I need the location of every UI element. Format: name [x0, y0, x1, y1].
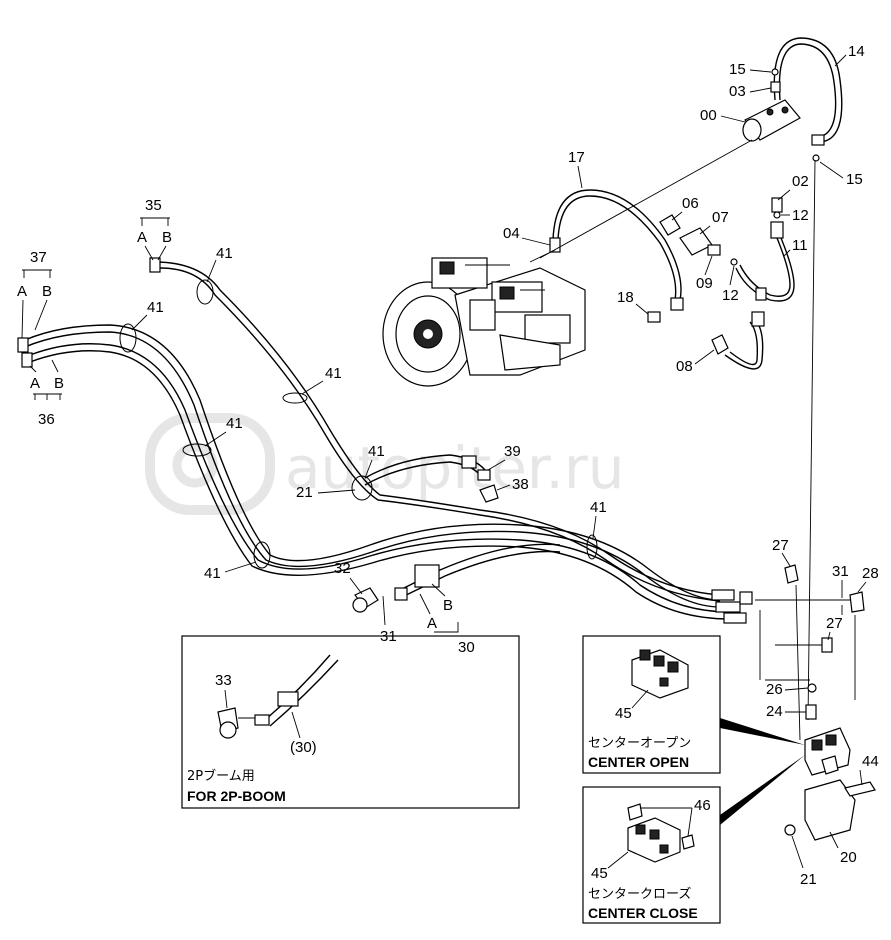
part-label-30: 30	[458, 639, 475, 656]
center-open-jp: センターオープン	[588, 736, 691, 751]
port-b-37: B	[42, 283, 52, 300]
hose-bundle	[17, 257, 753, 624]
part-label-24: 24	[766, 703, 783, 720]
part-label-35: 35	[145, 197, 162, 214]
inset-caption-jp: 2Pブーム用	[187, 768, 255, 784]
part-label-41a: 41	[216, 245, 233, 262]
part-label-00: 00	[700, 107, 717, 124]
part-label-41c: 41	[325, 365, 342, 382]
remote-valve	[804, 683, 851, 776]
inset-caption-en: FOR 2P-BOOM	[187, 788, 286, 804]
part-label-03: 03	[729, 83, 746, 100]
part-label-21b: 21	[800, 871, 817, 888]
part-labels: 14 15 03 00 15 02 12 11 17 06 07 04 09 1…	[17, 43, 879, 888]
port-a-35: A	[137, 229, 147, 246]
part-label-28: 28	[862, 565, 879, 582]
inset-center-close: 46 45 センタークローズ CENTER CLOSE	[582, 786, 721, 924]
part-label-09: 09	[696, 275, 713, 292]
part-label-14: 14	[848, 43, 865, 60]
part-label-31a: 31	[380, 628, 397, 645]
center-close-en: CENTER CLOSE	[588, 905, 698, 921]
inset-2p-boom: 33 (30) 2Pブーム用 FOR 2P-BOOM	[181, 635, 520, 809]
center-open-en: CENTER OPEN	[588, 754, 689, 770]
part-label-32: 32	[334, 560, 351, 577]
part-label-41b: 41	[147, 299, 164, 316]
port-b-35: B	[162, 229, 172, 246]
part-label-15b: 15	[846, 171, 863, 188]
part-label-45a: 45	[615, 705, 632, 722]
port-a-36: A	[30, 375, 40, 392]
part-label-02: 02	[792, 173, 809, 190]
port-b-30: B	[443, 597, 453, 614]
inset-part-33: 33	[215, 672, 232, 689]
part-label-27a: 27	[772, 537, 789, 554]
part-label-18: 18	[617, 289, 634, 306]
part-label-04: 04	[503, 225, 520, 242]
part-label-12b: 12	[722, 287, 739, 304]
hydraulic-pump	[382, 257, 586, 387]
part-label-07: 07	[712, 209, 729, 226]
part-label-27b: 27	[826, 615, 843, 632]
part-label-26: 26	[766, 681, 783, 698]
pilot-block-00	[742, 99, 801, 142]
part-label-06: 06	[682, 195, 699, 212]
part-label-12a: 12	[792, 207, 809, 224]
part-label-08: 08	[676, 358, 693, 375]
part-label-44: 44	[862, 753, 879, 770]
port-a-30: A	[427, 615, 437, 632]
port-b-36: B	[54, 375, 64, 392]
part-label-39: 39	[504, 443, 521, 460]
inset-center-open: 45 センターオープン CENTER OPEN	[582, 635, 721, 774]
center-close-jp: センタークローズ	[588, 886, 691, 902]
part-label-21a: 21	[296, 484, 313, 501]
part-label-41f: 41	[204, 565, 221, 582]
part-label-11: 11	[792, 237, 808, 254]
port-a-37: A	[17, 283, 27, 300]
part-label-45b: 45	[591, 865, 608, 882]
part-label-41d: 41	[226, 415, 243, 432]
part-label-38: 38	[512, 476, 529, 493]
part-label-41e: 41	[368, 443, 385, 460]
part-label-31b: 31	[832, 563, 849, 580]
part-label-41g: 41	[590, 499, 607, 516]
part-label-36: 36	[38, 411, 55, 428]
part-label-20: 20	[840, 849, 857, 866]
part-label-37: 37	[30, 249, 47, 266]
bracket-20	[784, 779, 876, 841]
part-label-15a: 15	[729, 61, 746, 78]
part-label-17: 17	[568, 149, 585, 166]
inset-ref-30: (30)	[290, 739, 317, 756]
part-label-46: 46	[694, 797, 711, 814]
